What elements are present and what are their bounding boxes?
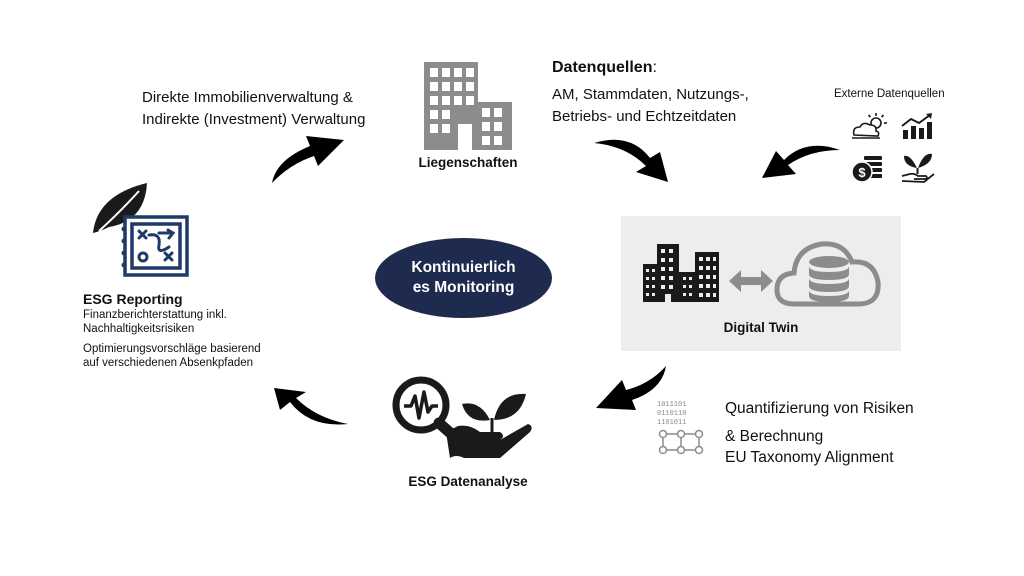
data-sources-title: Datenquellen [552, 59, 653, 76]
svg-text:1011101: 1011101 [657, 401, 686, 409]
data-sources-line-2: Betriebs- und Echtzeitdaten [552, 108, 737, 125]
management-line-2: Indirekte (Investment) Verwaltung [142, 111, 366, 128]
svg-text:0110110: 0110110 [657, 410, 686, 418]
svg-text:$: $ [858, 165, 866, 180]
reporting-line-4: auf verschiedenen Absenkpfaden [83, 357, 254, 369]
reporting-title: ESG Reporting [83, 291, 183, 307]
center-line-1: Kontinuierlich [411, 259, 516, 276]
city-icon [643, 244, 721, 302]
arrow-external-to-twin [762, 145, 840, 178]
risk-line-2: & Berechnung [725, 428, 824, 445]
arrow-twin-to-analysis [596, 366, 666, 410]
reporting-text: ESG Reporting Finanzberichterstattung in… [83, 290, 261, 370]
reporting-line-3: Optimierungsvorschläge basierend [83, 343, 261, 355]
svg-text:1101011: 1101011 [657, 419, 686, 427]
data-sources-line-1: AM, Stammdaten, Nutzungs-, [552, 86, 749, 103]
chart-icon [900, 112, 934, 140]
reporting-line-1: Finanzberichterstattung inkl. [83, 309, 227, 321]
data-sources-text: Datenquellen: AM, Stammdaten, Nutzungs-,… [552, 57, 749, 128]
risk-line-1: Quantifizierung von Risiken [725, 400, 914, 417]
buildings-label: Liegenschaften [418, 155, 518, 170]
arrow-reporting-to-management [272, 136, 344, 183]
risk-text: Quantifizierung von Risiken & Berechnung… [725, 398, 914, 468]
analysis-icon [388, 374, 538, 466]
risk-line-3: EU Taxonomy Alignment [725, 449, 894, 466]
weather-icon [850, 113, 890, 139]
analysis-label: ESG Datenanalyse [408, 474, 528, 489]
continuous-monitoring-oval: Kontinuierlich es Monitoring [375, 238, 552, 318]
arrow-buildings-to-twin [594, 139, 668, 182]
management-line-1: Direkte Immobilienverwaltung & [142, 89, 353, 106]
external-sources-label: Externe Datenquellen [834, 88, 945, 100]
data-sources-colon: : [652, 59, 657, 76]
digital-twin-label: Digital Twin [723, 320, 799, 335]
management-text: Direkte Immobilienverwaltung & Indirekte… [142, 87, 365, 131]
bidirectional-arrow-icon [729, 268, 773, 294]
cloud-database-icon [774, 232, 882, 310]
center-line-2: es Monitoring [412, 279, 515, 296]
sustainability-icon [900, 150, 936, 184]
money-icon: $ [850, 152, 886, 184]
reporting-line-2: Nachhaltigkeitsrisiken [83, 323, 195, 335]
reporting-icon [89, 181, 193, 281]
arrow-analysis-to-reporting [274, 388, 348, 425]
building-icon [422, 60, 514, 152]
